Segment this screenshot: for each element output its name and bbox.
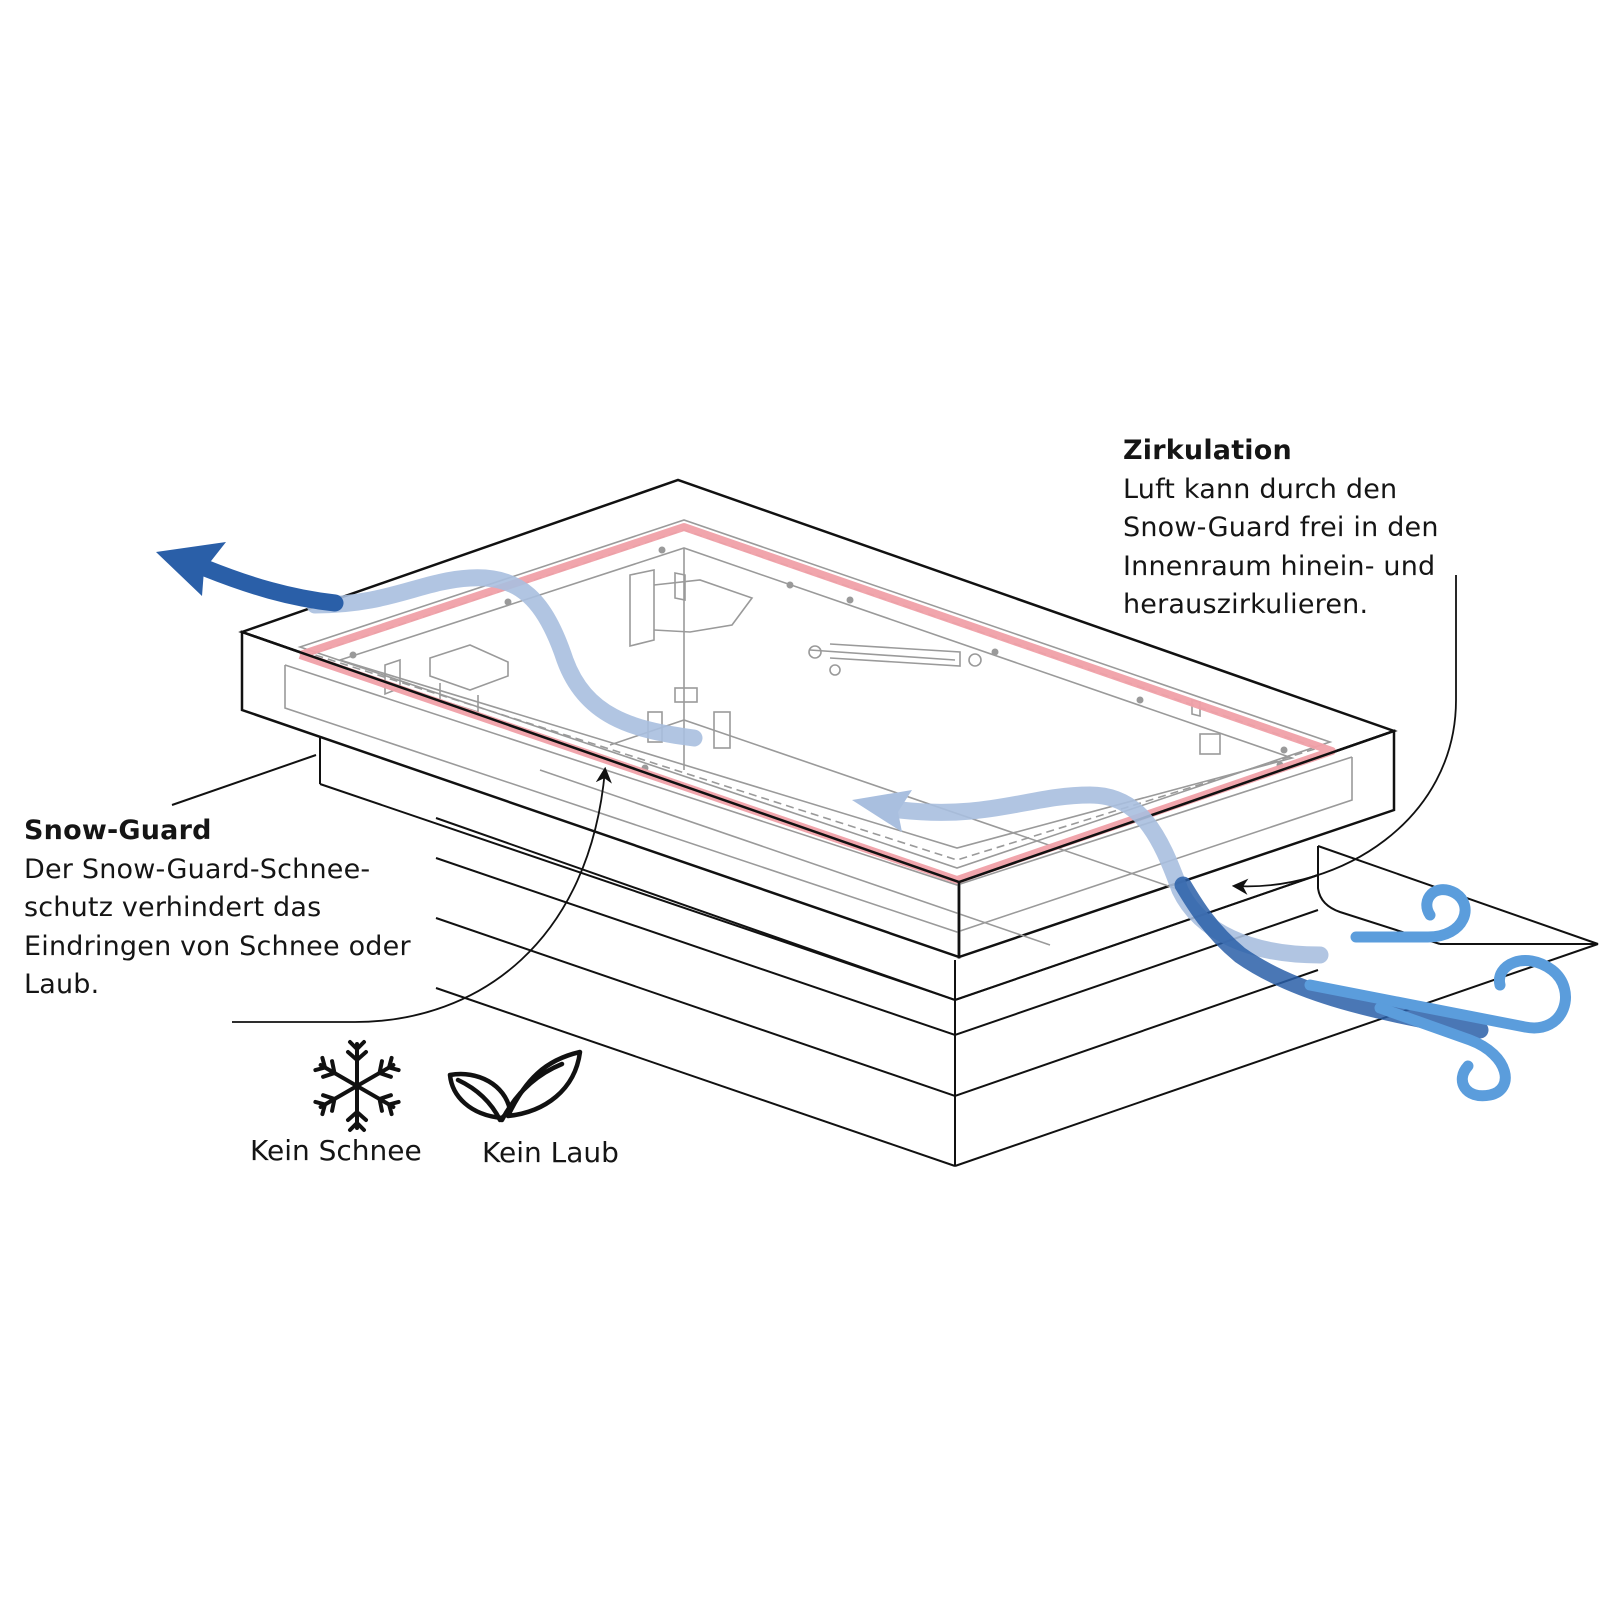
curb-box bbox=[171, 738, 1319, 1167]
zirkulation-leader-arrow bbox=[1231, 575, 1457, 895]
leaf-icon bbox=[447, 1049, 583, 1123]
leaf-caption: Kein Laub bbox=[482, 1136, 619, 1169]
snow-guard-leader-arrow bbox=[232, 766, 612, 1023]
inner-frame bbox=[284, 519, 1353, 946]
callout-zirkulation-line: herauszirkulieren. bbox=[1123, 589, 1369, 620]
snowflake-caption: Kein Schnee bbox=[250, 1134, 422, 1167]
wind-icon bbox=[1304, 884, 1571, 1102]
snowflake-icon bbox=[312, 1040, 402, 1132]
callout-leaders bbox=[232, 575, 1457, 1023]
airflow-paths bbox=[156, 542, 1489, 1039]
callout-zirkulation: Zirkulation Luft kann durch den Snow-Gua… bbox=[1123, 432, 1439, 625]
callout-zirkulation-line: Snow-Guard frei in den bbox=[1123, 512, 1439, 543]
callout-snow-guard-line: Eindringen von Schnee oder bbox=[24, 930, 411, 962]
callout-zirkulation-line: Luft kann durch den bbox=[1123, 473, 1398, 505]
callout-zirkulation-line: Innenraum hinein- und bbox=[1123, 550, 1436, 582]
callout-zirkulation-title: Zirkulation bbox=[1123, 435, 1292, 466]
callout-snow-guard-line: schutz verhindert das bbox=[24, 892, 322, 923]
roof-membrane bbox=[954, 845, 1599, 1167]
callout-snow-guard-title: Snow-Guard bbox=[24, 815, 212, 846]
airflow-out-arrowhead bbox=[156, 542, 226, 596]
lid-front-edge bbox=[241, 630, 1395, 957]
callout-snow-guard: Snow-Guard Der Snow-Guard-Schnee- schutz… bbox=[24, 812, 411, 1005]
callout-snow-guard-line: Laub. bbox=[24, 969, 100, 1000]
airflow-in-arrowhead bbox=[852, 790, 912, 832]
callout-snow-guard-line: Der Snow-Guard-Schnee- bbox=[24, 853, 371, 885]
